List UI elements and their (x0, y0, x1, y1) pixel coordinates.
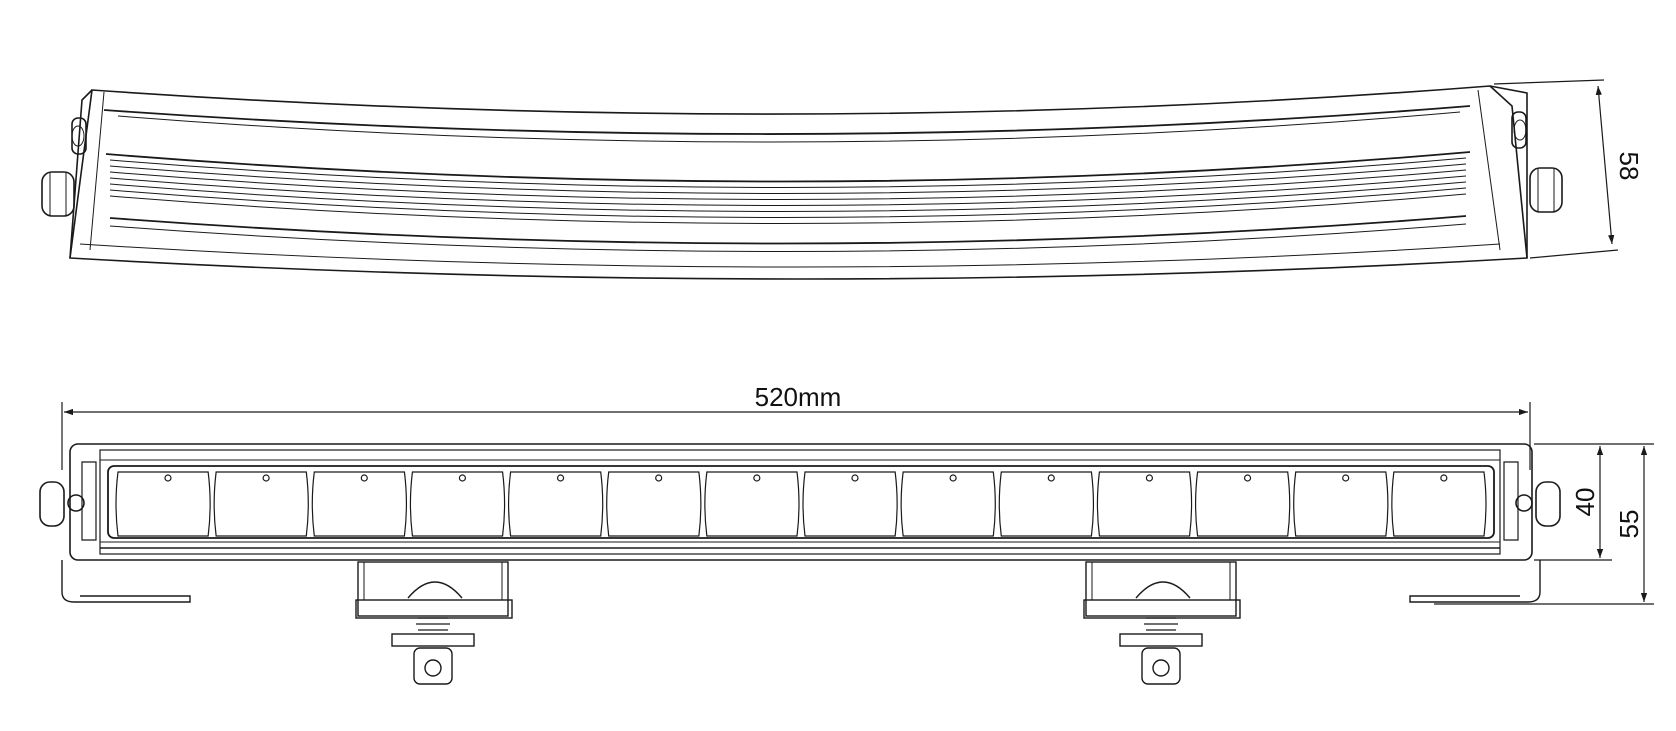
front-housing (69, 443, 1533, 561)
led-segment (704, 471, 800, 537)
led-segment (606, 471, 702, 537)
front-view (39, 443, 1561, 603)
led-dot (556, 474, 565, 482)
right-bracket-top (1511, 111, 1563, 213)
mounting-foot-left (355, 561, 513, 685)
left-side-bolt (67, 494, 85, 512)
led-dot (458, 474, 467, 482)
led-dot (1047, 474, 1055, 482)
height-dimensions (1434, 443, 1654, 605)
led-segment (1194, 471, 1291, 537)
led-segment (213, 471, 309, 537)
led-segment (409, 471, 506, 537)
led-dot (1440, 474, 1448, 482)
depth-label: 58 (1614, 152, 1644, 181)
led-segment (1391, 471, 1487, 537)
led-segment (1293, 471, 1389, 537)
top-view (41, 85, 1563, 280)
height-total-label: 55 (1614, 510, 1644, 539)
led-segment (115, 471, 211, 537)
led-segment (1096, 471, 1193, 537)
led-dot (1342, 474, 1350, 482)
led-dot (1145, 474, 1154, 482)
led-dot (262, 474, 270, 482)
led-segments (115, 471, 1487, 537)
width-dimension (61, 402, 1531, 470)
led-dot (360, 474, 368, 482)
led-dot (1243, 474, 1252, 482)
led-segment (311, 471, 408, 537)
right-side-bolt (1515, 494, 1533, 512)
depth-dimension (1493, 79, 1619, 259)
led-segment (507, 471, 604, 537)
left-bracket-top (41, 117, 87, 217)
led-dot (753, 474, 761, 482)
width-label: 520mm (755, 382, 842, 412)
led-segment (998, 471, 1095, 537)
led-dot (655, 474, 663, 482)
led-dot (851, 474, 859, 482)
led-segment (802, 471, 898, 537)
lens-strip (107, 465, 1495, 539)
led-dot (949, 474, 957, 482)
height-inner-label: 40 (1570, 488, 1600, 517)
mounting-foot-right (1083, 561, 1241, 685)
led-dot (164, 474, 172, 482)
led-segment (900, 471, 996, 537)
